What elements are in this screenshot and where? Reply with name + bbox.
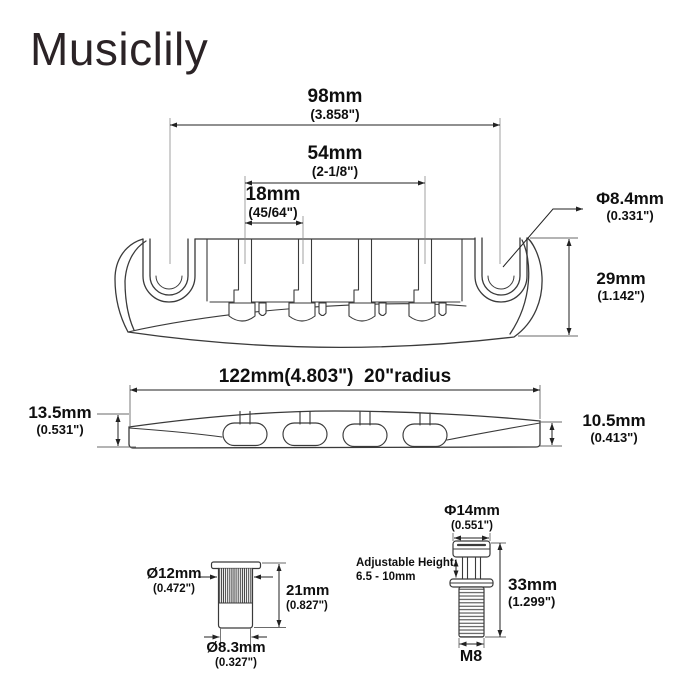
dim-bushing-height-label: 21mm (0.827") xyxy=(286,582,342,612)
dim-bushing-id-mm: Ø8.3mm xyxy=(206,639,266,656)
dim-right-height-label: 10.5mm (0.413") xyxy=(568,411,660,445)
side-view-title: 122mm(4.803") 20"radius xyxy=(218,366,452,387)
dim-outer-slots-inch: (2-1/8") xyxy=(311,163,359,179)
dim-outer-slots-mm: 54mm xyxy=(307,143,363,164)
dim-bushing-od-label: Ø12mm (0.472") xyxy=(144,565,204,595)
dim-post-spread-inch: (3.858") xyxy=(310,106,360,122)
dim-post-hole-label: Φ8.4mm (0.331") xyxy=(580,189,680,223)
dim-post-spread-mm: 98mm xyxy=(307,86,363,107)
brand-logo: Musiclily xyxy=(30,23,209,75)
extension-lines xyxy=(97,118,578,648)
dim-stud-height-label: 33mm (1.299") xyxy=(508,575,580,609)
dim-bushing-id-label: Ø8.3mm (0.327") xyxy=(203,639,269,669)
dim-bushing-od-inch: (0.472") xyxy=(153,582,195,595)
tailpiece-side-view-drawing xyxy=(128,410,541,449)
dim-height-label: 29mm (1.142") xyxy=(578,269,664,303)
dim-post-hole-mm: Φ8.4mm xyxy=(596,189,664,208)
dim-outer-slots-label: 54mm (2-1/8") xyxy=(255,143,415,180)
dimension-lines xyxy=(115,122,583,647)
adjustable-height-label: Adjustable Height: xyxy=(356,557,458,569)
dim-bushing-id-inch: (0.327") xyxy=(215,656,257,669)
bushing-drawing xyxy=(210,561,262,629)
dim-post-spread-label: 98mm (3.858") xyxy=(255,86,415,123)
stud-drawing xyxy=(449,540,494,638)
dim-slot-pitch-label: 18mm (45/64") xyxy=(213,184,333,221)
adjustable-height-range: 6.5 - 10mm xyxy=(356,571,416,584)
dim-left-height-mm: 13.5mm xyxy=(28,403,92,422)
dim-bushing-od-mm: Ø12mm xyxy=(146,565,202,582)
dim-stud-height-mm: 33mm xyxy=(508,575,558,594)
thread-size-label: M8 xyxy=(459,648,483,665)
dim-stud-head-inch: (0.551") xyxy=(451,519,493,532)
dim-right-height-mm: 10.5mm xyxy=(582,411,646,430)
dim-left-height-label: 13.5mm (0.531") xyxy=(14,403,106,437)
dim-height-inch: (1.142") xyxy=(597,287,645,303)
dim-bushing-height-mm: 21mm xyxy=(286,582,330,599)
dim-bushing-height-inch: (0.827") xyxy=(286,599,328,612)
dim-post-hole-inch: (0.331") xyxy=(606,207,654,223)
adjustable-height-note: Adjustable Height: 6.5 - 10mm xyxy=(356,556,476,585)
dim-slot-pitch-inch: (45/64") xyxy=(248,204,298,220)
dim-right-height-inch: (0.413") xyxy=(590,429,638,445)
dim-stud-height-inch: (1.299") xyxy=(508,593,556,609)
dim-stud-head-mm: Φ14mm xyxy=(444,502,500,519)
dim-left-height-inch: (0.531") xyxy=(36,421,84,437)
tailpiece-front-view-drawing xyxy=(114,237,543,349)
dim-slot-pitch-mm: 18mm xyxy=(245,184,301,205)
dim-stud-head-label: Φ14mm (0.551") xyxy=(440,502,504,532)
dim-height-mm: 29mm xyxy=(596,269,646,288)
